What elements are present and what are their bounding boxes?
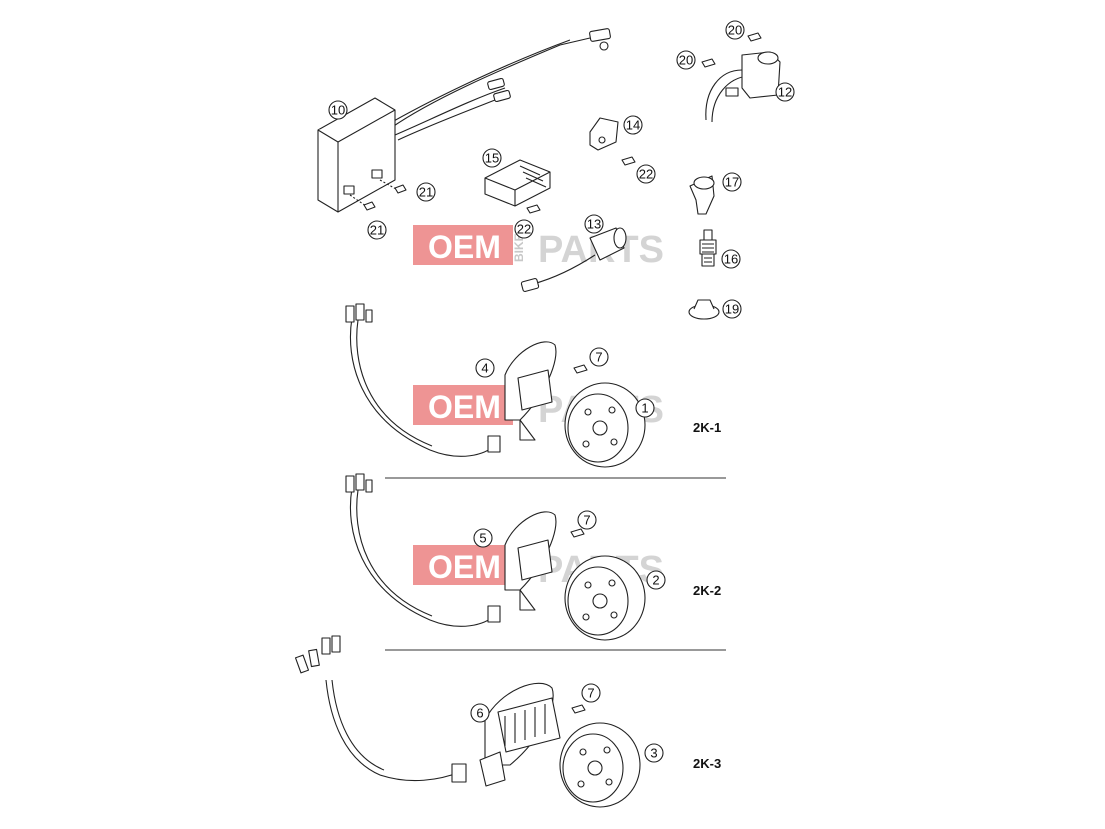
- callout-10: 10: [328, 100, 348, 120]
- screw-21a: [394, 184, 407, 194]
- callout-2: 2: [646, 570, 666, 590]
- watermark-oem-text: OEM: [428, 549, 501, 585]
- svg-text:1: 1: [641, 401, 648, 416]
- watermark-oem-text: OEM: [428, 229, 501, 265]
- svg-text:14: 14: [626, 118, 640, 133]
- callout-21a: 21: [416, 182, 436, 202]
- screw-22b: [621, 156, 636, 166]
- variant-label-2k2: 2K-2: [693, 583, 721, 598]
- watermark-bike-text: BIKE: [512, 233, 526, 262]
- callout-7a: 7: [589, 347, 609, 367]
- callout-5: 5: [473, 528, 493, 548]
- ignition-coil: [705, 51, 781, 123]
- screw-20b: [701, 58, 716, 68]
- flywheel-rotor-2k1: [564, 382, 646, 468]
- svg-text:17: 17: [725, 175, 739, 190]
- spark-plug: [699, 229, 717, 267]
- bracket: [589, 117, 619, 151]
- callout-22b: 22: [636, 164, 656, 184]
- callout-17: 17: [722, 172, 742, 192]
- callout-14: 14: [623, 115, 643, 135]
- svg-text:13: 13: [587, 217, 601, 232]
- svg-text:10: 10: [331, 103, 345, 118]
- callout-3: 3: [644, 743, 664, 763]
- svg-text:20: 20: [679, 53, 693, 68]
- svg-text:3: 3: [650, 746, 657, 761]
- callout-16: 16: [721, 249, 741, 269]
- svg-text:21: 21: [370, 223, 384, 238]
- svg-text:20: 20: [728, 23, 742, 38]
- svg-text:16: 16: [724, 252, 738, 267]
- screw-7b: [570, 528, 585, 538]
- flywheel-rotor-2k2: [564, 555, 646, 641]
- screw-21b: [363, 201, 376, 211]
- spark-plug-cap: [689, 175, 715, 215]
- svg-text:6: 6: [476, 706, 483, 721]
- screw-20a: [747, 32, 762, 42]
- callout-1: 1: [635, 398, 655, 418]
- variant-label-2k3: 2K-3: [693, 756, 721, 771]
- svg-text:22: 22: [517, 222, 531, 237]
- screw-22a: [526, 204, 541, 214]
- svg-text:7: 7: [583, 513, 590, 528]
- connector-sensor: [520, 227, 627, 293]
- svg-text:7: 7: [587, 686, 594, 701]
- flywheel-rotor-2k3: [559, 722, 641, 808]
- callout-4: 4: [475, 358, 495, 378]
- screw-7a: [573, 364, 588, 374]
- callout-20a: 20: [725, 20, 745, 40]
- stator-kit-2k1: [345, 303, 557, 457]
- callout-21b: 21: [367, 220, 387, 240]
- voltage-regulator: [484, 159, 551, 207]
- callout-19: 19: [722, 299, 742, 319]
- callout-7c: 7: [581, 683, 601, 703]
- svg-text:12: 12: [778, 85, 792, 100]
- svg-text:15: 15: [485, 151, 499, 166]
- callout-15: 15: [482, 148, 502, 168]
- svg-text:4: 4: [481, 361, 488, 376]
- stator-kit-2k2: [345, 473, 557, 627]
- svg-text:7: 7: [595, 350, 602, 365]
- cdi-unit: [317, 28, 611, 213]
- callout-22a: 22: [514, 219, 534, 239]
- svg-text:5: 5: [479, 531, 486, 546]
- callout-12: 12: [775, 82, 795, 102]
- watermark-top: OEM BIKE PARTS: [413, 225, 664, 271]
- sealing-ring: [688, 299, 720, 320]
- svg-text:22: 22: [639, 167, 653, 182]
- watermark-oem-text: OEM: [428, 389, 501, 425]
- screw-7c: [571, 704, 586, 714]
- svg-text:19: 19: [725, 302, 739, 317]
- svg-text:21: 21: [419, 185, 433, 200]
- callout-20b: 20: [676, 50, 696, 70]
- callout-13: 13: [584, 214, 604, 234]
- svg-text:2: 2: [652, 573, 659, 588]
- variant-label-2k1: 2K-1: [693, 420, 721, 435]
- stator-kit-2k3: [294, 635, 561, 787]
- callout-6: 6: [470, 703, 490, 723]
- callout-7b: 7: [577, 510, 597, 530]
